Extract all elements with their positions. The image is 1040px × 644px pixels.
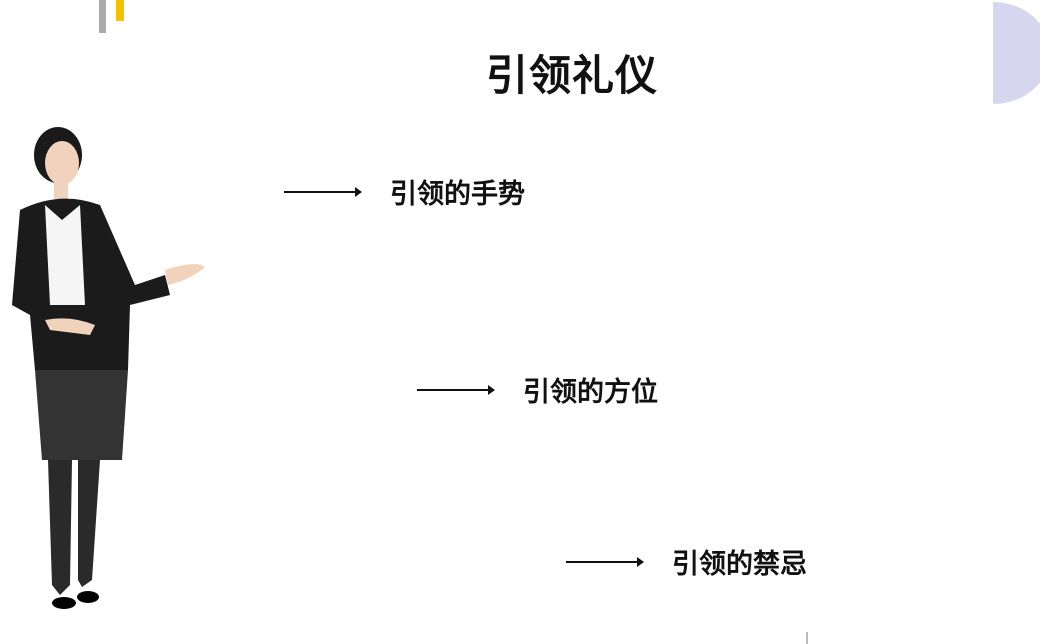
hostess-illustration (12, 127, 205, 609)
decor-grey-bar (99, 0, 106, 33)
slide-title: 引领礼仪 (486, 51, 659, 100)
decor-yellow-bar (116, 0, 124, 21)
arrow-right-icon (284, 186, 362, 197)
topic-item-position: 引领的方位 (417, 370, 658, 409)
arrow-right-icon (566, 556, 644, 567)
topic-item-taboos: 引领的禁忌 (566, 542, 807, 581)
topic-label: 引领的禁忌 (672, 549, 807, 580)
arrow-right-icon (417, 384, 495, 395)
topic-item-gesture: 引领的手势 (284, 172, 525, 211)
decor-tick (806, 632, 808, 644)
topic-label: 引领的手势 (390, 179, 525, 210)
topic-label: 引领的方位 (523, 377, 658, 408)
decor-half-circle (993, 2, 1040, 104)
